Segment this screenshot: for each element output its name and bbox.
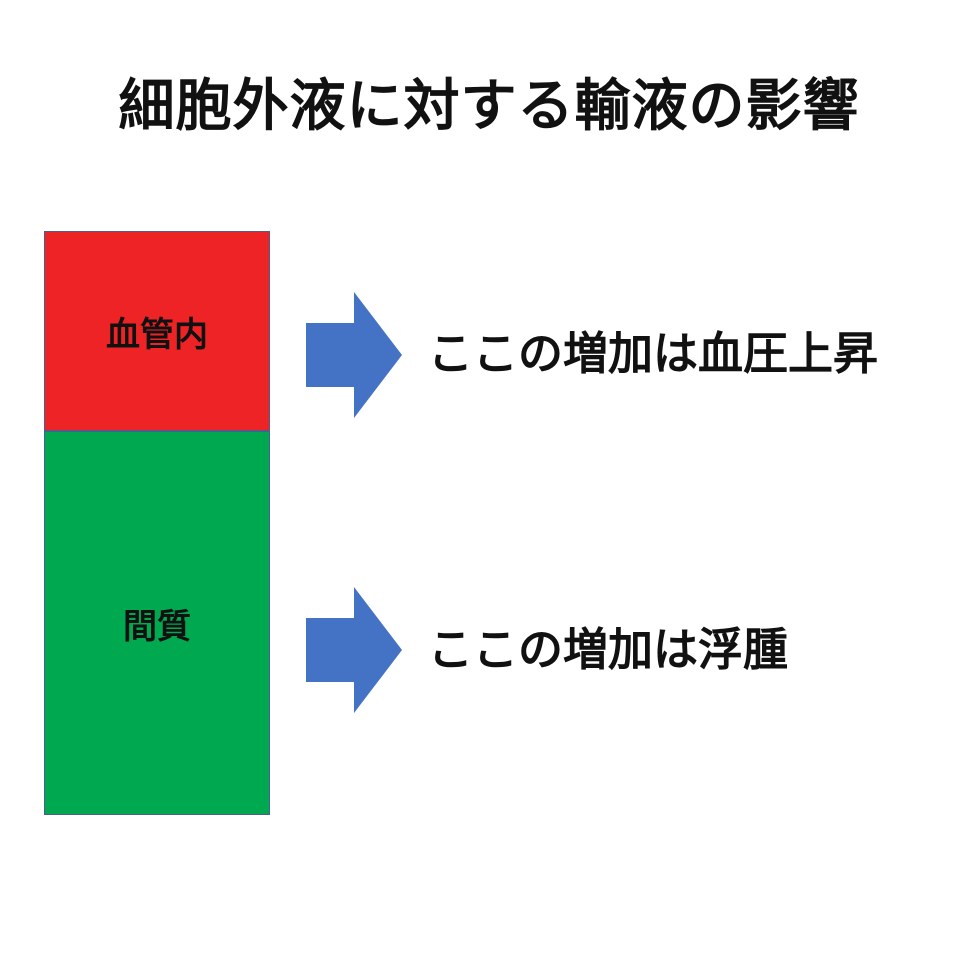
interstitial-compartment-box: 間質 [44, 431, 270, 815]
edema-effect-text: ここの増加は浮腫 [428, 623, 789, 676]
vascular-compartment-box: 血管内 [44, 231, 270, 431]
page-title: 細胞外液に対する輸液の影響 [118, 74, 860, 139]
right-arrow-icon [306, 587, 402, 713]
vascular-compartment-label: 血管内 [106, 314, 208, 355]
interstitial-compartment-label: 間質 [123, 606, 191, 647]
blood-pressure-effect-text: ここの増加は血圧上昇 [428, 327, 879, 380]
right-arrow-icon [306, 292, 402, 418]
